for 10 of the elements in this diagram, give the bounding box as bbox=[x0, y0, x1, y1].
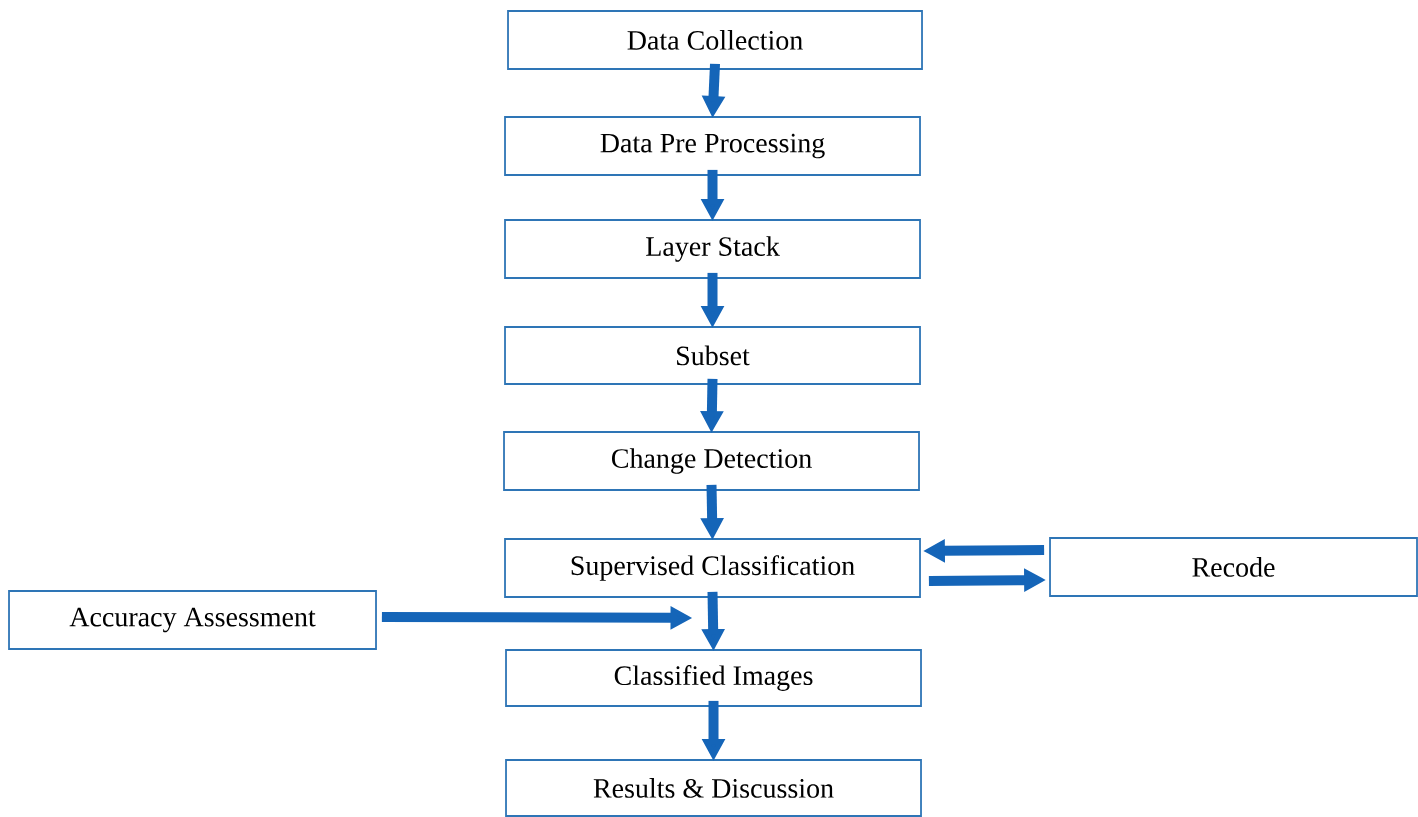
process-box: Results & Discussion bbox=[505, 759, 922, 817]
process-box: Accuracy Assessment bbox=[8, 590, 377, 650]
process-box: Data Collection bbox=[507, 10, 923, 70]
process-box: Change Detection bbox=[503, 431, 920, 491]
process-box: Classified Images bbox=[505, 649, 922, 707]
process-box: Recode bbox=[1049, 537, 1418, 597]
process-box: Subset bbox=[504, 326, 921, 385]
process-box: Layer Stack bbox=[504, 219, 921, 279]
process-box: Data Pre Processing bbox=[504, 116, 921, 176]
process-box: Supervised Classification bbox=[504, 538, 921, 598]
